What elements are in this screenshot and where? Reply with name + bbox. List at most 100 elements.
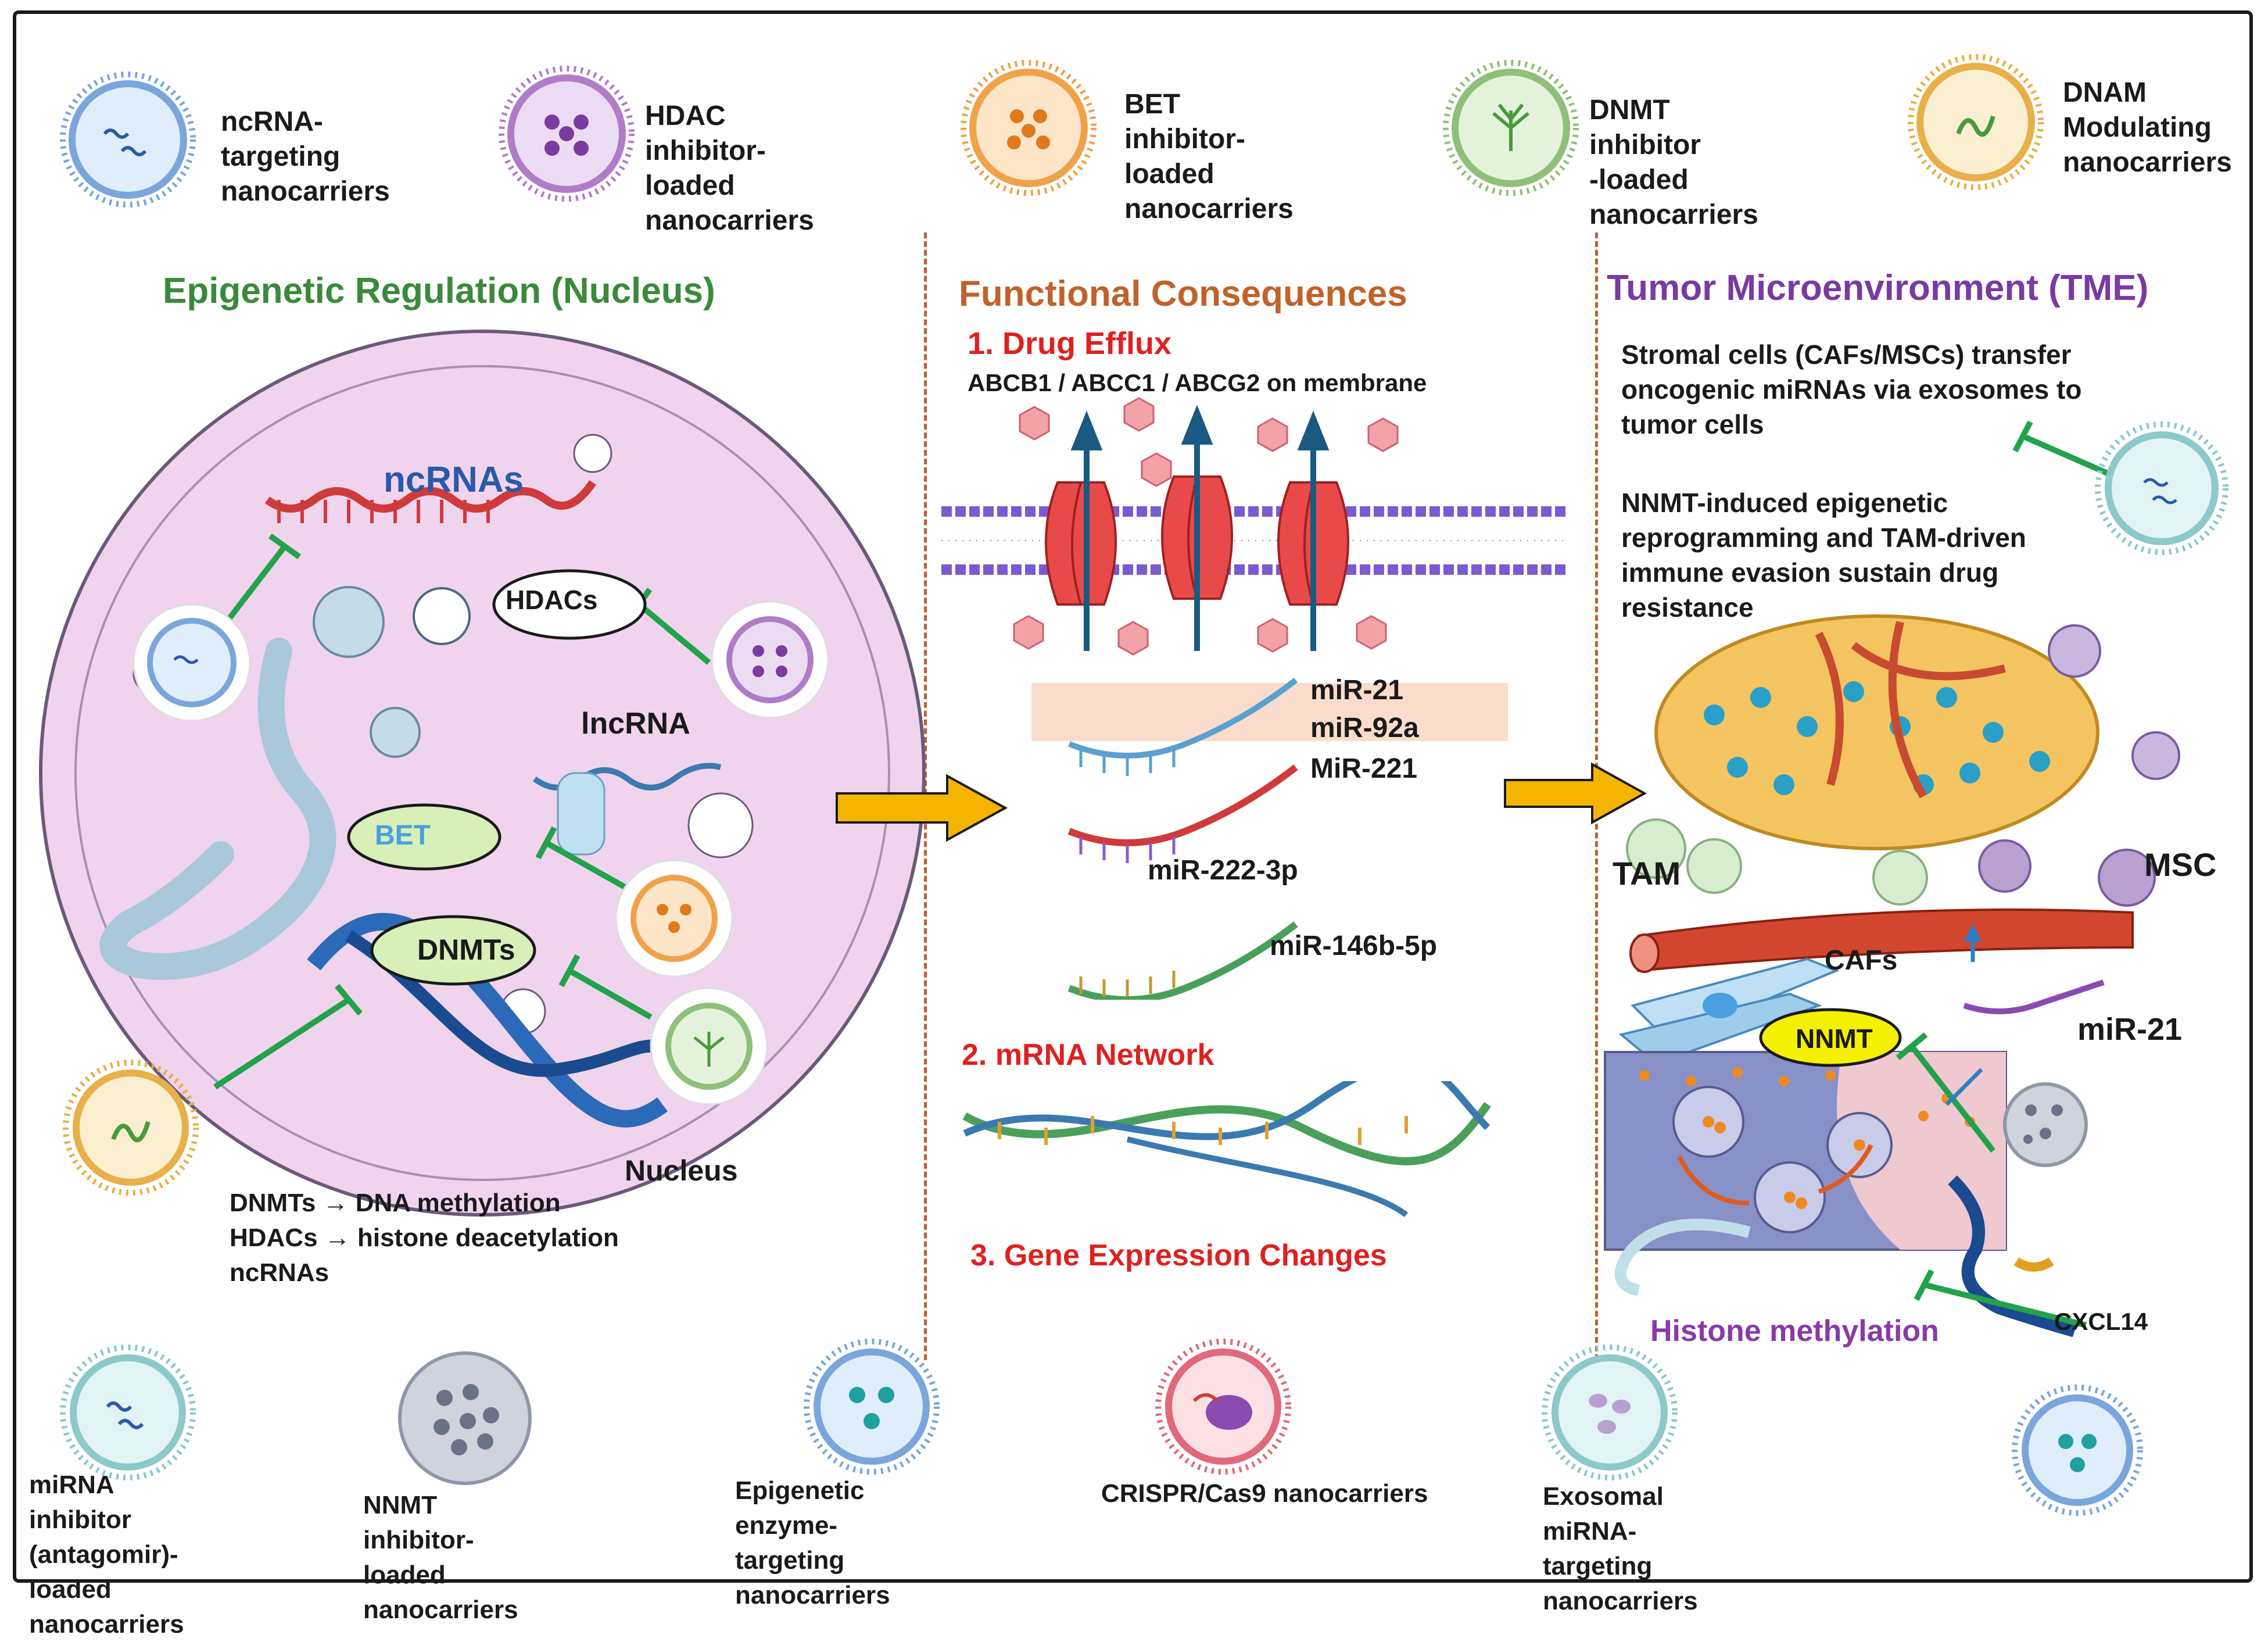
inhibit-line-histone xyxy=(1914,1269,2087,1328)
caf-nucleus xyxy=(1703,993,1737,1018)
nuclear-membrane-inner xyxy=(74,365,890,1181)
exosomal-nanocarrier-icon xyxy=(1542,1344,1678,1480)
dnmts-pill xyxy=(370,915,536,986)
tumor-cells xyxy=(1654,614,2099,850)
drug-efflux-heading: 1. Drug Efflux xyxy=(968,326,1172,361)
dnmt-nanocarrier-icon xyxy=(650,987,768,1106)
histone-methylation-label: Histone methylation xyxy=(1650,1314,1939,1348)
legend-label: HDAC inhibitor- loaded nanocarriers xyxy=(645,101,814,236)
msc-cell xyxy=(1978,624,2180,907)
mirna-label: miR-222-3p xyxy=(1148,855,1298,886)
tam-label: TAM xyxy=(1613,855,1681,892)
mir21-label: miR-21 xyxy=(2077,1012,2183,1047)
enzyme-nanocarrier-icon xyxy=(804,1339,940,1475)
nucleus-label: Nucleus xyxy=(625,1154,738,1187)
blood-vessel-opening xyxy=(1629,933,1660,973)
ncrna-bases xyxy=(277,500,490,523)
mirna-highlight-band xyxy=(1031,683,1508,741)
msc-label: MSC xyxy=(2144,846,2217,883)
stromal-inhibit-group xyxy=(2012,420,2228,555)
tme-illustration xyxy=(1604,614,2180,1337)
legend-label: CRISPR/Cas9 nanocarriers xyxy=(1101,1479,1428,1508)
transporters-label: ABCB1 / ABCC1 / ABCG2 on membrane xyxy=(968,369,1427,396)
nucleosome xyxy=(413,587,471,645)
cxcl14-protein xyxy=(1948,1175,2077,1337)
chromatin-fiber xyxy=(99,638,336,980)
exosomal-nanocarrier-icon xyxy=(2095,421,2228,555)
bet-nanocarrier-icon xyxy=(615,859,733,978)
legend-label: Exosomal miRNA- targeting nanocarriers xyxy=(1543,1482,1698,1615)
hdacs-label: HDACs xyxy=(506,585,598,615)
mrna-network-heading: 2. mRNA Network xyxy=(962,1038,1214,1072)
legend-label: BET inhibitor- loaded nanocarriers xyxy=(1124,89,1294,224)
nnmt-text: NNMT-induced epigenetic reprogramming an… xyxy=(1621,488,2026,623)
functional-section-title: Functional Consequences xyxy=(959,274,1407,314)
cell-membrane-diagram xyxy=(941,397,1569,656)
nnmt-nanocarrier-icon xyxy=(398,1351,532,1485)
arrow-head xyxy=(1964,924,1982,942)
nnmt-cell-panel xyxy=(1604,1051,2007,1251)
nucleosome xyxy=(370,707,421,758)
ncrna-strand xyxy=(264,480,596,513)
nucleus-notes: DNMTs → DNA methylation HDACs → histone … xyxy=(230,1189,619,1287)
inhibit-line-ncrna xyxy=(224,533,301,624)
tumor-vessels xyxy=(1815,621,2006,799)
hdac-nanocarrier-icon xyxy=(711,600,829,719)
nnmt-pill xyxy=(1759,1008,1902,1067)
blood-vessel xyxy=(1638,908,2134,972)
inhibit-line-dnmt xyxy=(558,954,653,1020)
stromal-text: Stromal cells (CAFs/MSCs) transfer oncog… xyxy=(1621,339,2082,439)
arrow-mir21-up xyxy=(1945,1068,1983,1106)
figure-frame xyxy=(13,10,2253,1583)
inhibit-line-exosome xyxy=(2012,420,2117,480)
histone-chromatin xyxy=(1614,1218,1751,1296)
bet-pill xyxy=(347,803,501,871)
lncrna-complex xyxy=(557,772,605,856)
lncrna-label: lncRNA xyxy=(581,707,690,740)
legend-label: ncRNA-targeting nanocarriers xyxy=(221,106,390,207)
dnam-nanocarrier-icon xyxy=(1908,54,2044,190)
antagomir-nanocarrier-icon xyxy=(60,1344,196,1480)
drug-molecules xyxy=(1013,397,1399,656)
nuclear-pore xyxy=(687,792,754,858)
crispr-nanocarrier-icon xyxy=(1155,1339,1291,1475)
dna-helix-strand-a xyxy=(307,913,668,1128)
nnmt-label: NNMT xyxy=(1796,1024,1873,1054)
mirna-label: miR-146b-5p xyxy=(1270,931,1438,961)
tam-cell xyxy=(1626,818,1928,906)
mirna-label: MiR-221 xyxy=(1310,753,1418,784)
ncrnas-label: ncRNAs xyxy=(384,460,524,500)
mirna-label: miR-21 xyxy=(1310,675,1404,706)
ncrna-nanocarrier-icon xyxy=(132,603,251,722)
hdacs-pill xyxy=(492,569,647,640)
flow-arrow-right-1 xyxy=(836,774,1008,842)
nucleus-section-title: Epigenetic Regulation (Nucleus) xyxy=(163,271,715,311)
mirna-strands xyxy=(1067,678,1298,1000)
ncrna-nanocarrier-icon xyxy=(60,71,196,208)
mirna-strand xyxy=(1068,678,1298,776)
hdac-nanocarrier-icon xyxy=(499,66,635,202)
cxcl14-label: CXCL14 xyxy=(2054,1308,2148,1335)
nuclear-pore xyxy=(573,434,612,473)
lipid-bilayer xyxy=(941,506,1569,575)
enzyme-nanocarrier-icon xyxy=(2012,1385,2143,1516)
dnmts-label: DNMTs xyxy=(417,933,515,966)
dnam-nanocarrier-icon xyxy=(63,1060,199,1196)
mrna-network-diagram xyxy=(962,1081,1491,1218)
inhibit-line-bet xyxy=(535,826,641,898)
dnmt-nanocarrier-icon xyxy=(1443,60,1579,196)
cxcl14-helix xyxy=(2013,1257,2054,1272)
mirna-strand xyxy=(1067,921,1298,1000)
mirna-strand xyxy=(1067,764,1298,863)
cafs-label: CAFs xyxy=(1825,945,1898,976)
nucleus-panel xyxy=(39,330,926,1217)
nucleosome xyxy=(313,586,385,658)
legend-label: Epigenetic enzyme- targeting nanocarrier… xyxy=(735,1476,890,1609)
bet-label: BET xyxy=(375,820,431,851)
mirna-label: miR-92a xyxy=(1310,713,1419,743)
bet-nanocarrier-icon xyxy=(961,60,1097,196)
legend-label: miRNA inhibitor (antagomir)-loaded nanoc… xyxy=(29,1471,184,1639)
efflux-arrows xyxy=(1070,405,1330,651)
legend-label: DNAM Modulating nanocarriers xyxy=(2063,77,2232,178)
nnmt-nanocarrier-icon xyxy=(2003,1082,2088,1167)
